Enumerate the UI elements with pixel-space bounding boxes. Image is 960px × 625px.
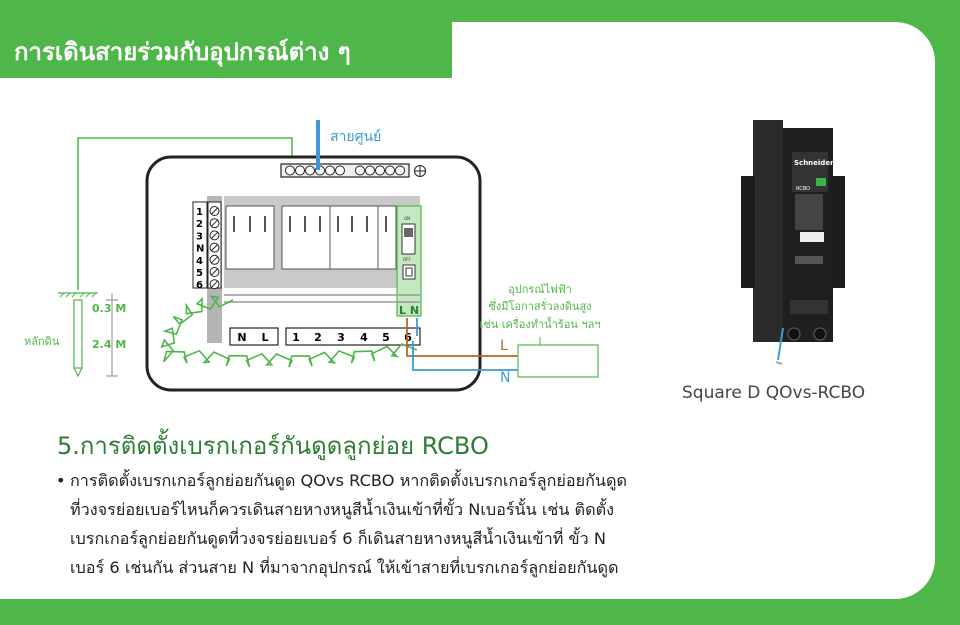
terminal-screw-slot: [211, 280, 218, 288]
neutral-bar-screws: [285, 165, 405, 176]
bottom-terminal-number: 5: [382, 331, 390, 344]
terminal-screw-slot: [211, 219, 218, 227]
line-wire: [406, 318, 518, 357]
terminal-screw-slot: [211, 256, 218, 264]
terminal-screw-slot: [211, 207, 218, 215]
rcbo-terminal-label: L N: [399, 304, 419, 317]
title-bar: [0, 22, 452, 78]
left-terminal-number: 1: [196, 207, 203, 218]
bottom-terminal-number: 2: [314, 331, 322, 344]
body-line: เบอร์ 6 เช่นกัน ส่วนสาย N ที่มาจากอุปกรณ…: [70, 558, 619, 577]
terminal-screw-slot: [211, 268, 218, 276]
depth-dimension: [106, 293, 118, 377]
terminal-screw-slot: [211, 232, 218, 239]
model-badge: RCBO: [796, 186, 810, 192]
neutral-wire: [412, 318, 518, 371]
breaker-handles: [233, 216, 387, 232]
page-title: การเดินสายร่วมกับอุปกรณ์ต่าง ๆ: [14, 38, 351, 66]
svg-text:ซึ่งมีโอกาสรั่วลงดินสูง: ซึ่งมีโอกาสรั่วลงดินสูง: [488, 298, 591, 313]
body-line: การติดตั้งเบรกเกอร์ลูกย่อยกันดูด QOvs RC…: [70, 471, 627, 490]
neutral-label: N: [500, 370, 510, 386]
left-terminal-number: 3: [196, 231, 203, 242]
appliance-box: [517, 344, 599, 378]
breaker-on-label: ON: [404, 216, 410, 221]
coiled-ground-wire: [160, 295, 418, 368]
ground-rod-label: หลักดิน: [24, 335, 60, 348]
neutral-bar-label: สายศูนย์: [330, 128, 381, 145]
body-line: ที่วงจรย่อยเบอร์ไหนก็ควรเดินสายหางหนูสีน…: [70, 500, 614, 519]
left-terminal-number: N: [196, 244, 204, 255]
line-label: L: [500, 338, 508, 354]
svg-text:เช่น เครื่องทำน้ำร้อน ฯลฯ: เช่น เครื่องทำน้ำร้อน ฯลฯ: [480, 316, 601, 331]
bottom-terminal-labels: N L 1 2 3 4 5 6: [237, 331, 412, 344]
appliance-label: อุปกรณ์ไฟฟ้า ซึ่งมีโอกาสรั่วลงดินสูง เช่…: [480, 283, 601, 331]
bottom-terminal-number: 3: [337, 331, 345, 344]
ground-surface: [58, 292, 98, 298]
ground-rod: [73, 299, 83, 369]
depth-bottom-label: 2.4 M: [92, 338, 126, 351]
ground-wire: [77, 137, 293, 290]
bottom-terminal-number: 4: [360, 331, 368, 344]
product-caption: Square D QOvs-RCBO: [682, 383, 866, 403]
bottom-terminal-block: [229, 327, 421, 346]
left-terminal-number: 6: [196, 280, 203, 291]
bottom-terminal-number: 1: [292, 331, 300, 344]
rcbo-product-image: Schneider RCBO: [741, 120, 845, 365]
terminal-screw-slot: [211, 244, 218, 251]
left-terminal-number: 5: [196, 268, 203, 279]
svg-text:อุปกรณ์ไฟฟ้า: อุปกรณ์ไฟฟ้า: [508, 283, 572, 296]
body-paragraph: • การติดตั้งเบรกเกอร์ลูกย่อยกันดูด QOvs …: [56, 466, 776, 582]
bullet-icon: •: [56, 471, 66, 490]
left-terminal-number: 4: [196, 256, 203, 267]
bottom-terminal-number: 6: [404, 331, 412, 344]
section-title: 5.การติดตั้งเบรกเกอร์กันดูดลูกย่อย RCBO: [57, 432, 489, 460]
bottom-terminal-number: L: [261, 331, 268, 344]
left-terminal-number: 2: [196, 219, 203, 230]
breaker-off-label: OFF: [403, 257, 411, 262]
bottom-terminal-number: N: [237, 331, 246, 344]
depth-top-label: 0.3 M: [92, 302, 126, 315]
breaker-group: [225, 205, 397, 270]
body-line: เบรกเกอร์ลูกย่อยกันดูดที่วงจรย่อยเบอร์ 6…: [70, 529, 606, 548]
brand-logo: Schneider: [794, 159, 834, 167]
